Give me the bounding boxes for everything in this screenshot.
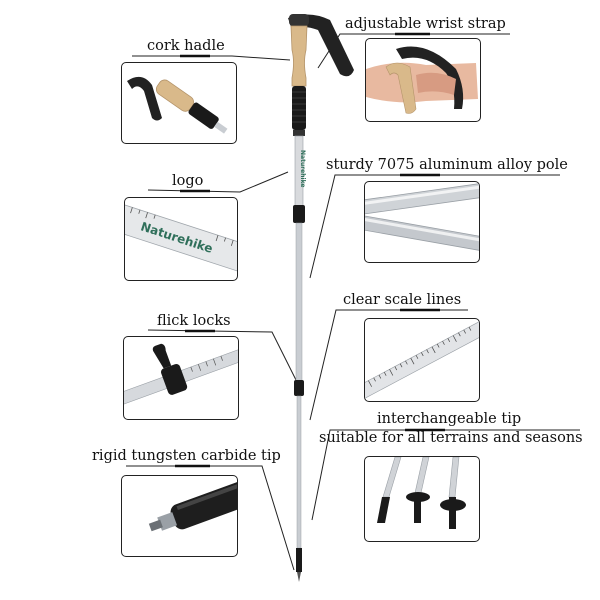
detail-pole (364, 181, 480, 263)
label-pole: sturdy 7075 aluminum alloy pole (326, 157, 568, 173)
detail-scale-lines (364, 318, 480, 402)
main-pole: Naturehike (288, 14, 354, 582)
lower-section-shape (296, 395, 302, 549)
interchangeable-tip-image (377, 457, 466, 529)
leader-wrist-strap (317, 33, 510, 69)
leader-interchangeable-tip (311, 429, 580, 521)
middle-section-shape (295, 222, 303, 382)
logo-image: Naturehike (125, 203, 237, 275)
leader-carbide-tip (126, 465, 295, 571)
leader-logo (147, 171, 289, 193)
svg-text:Naturehike: Naturehike (299, 150, 306, 187)
leader-pole (309, 174, 560, 279)
label-flick-locks: flick locks (157, 313, 231, 329)
label-scale-lines: clear scale lines (343, 292, 462, 308)
tip-shape (296, 548, 302, 572)
leader-cork-handle (132, 55, 291, 61)
label-interchangeable-tip: interchangeable tip (377, 411, 522, 427)
pole-image (365, 182, 479, 253)
label-terrains-seasons: suitable for all terrains and seasons (319, 430, 583, 446)
cork-handle-image (127, 76, 228, 134)
label-logo: logo (172, 173, 204, 189)
flick-lock-lower-shape (294, 380, 304, 396)
scale-lines-image (365, 319, 479, 401)
wrist-strap-shape (288, 14, 354, 77)
detail-interchangeable-tip (364, 456, 480, 542)
carbide-tip-image (148, 482, 237, 532)
label-wrist-strap: adjustable wrist strap (345, 16, 506, 32)
label-carbide-tip: rigid tungsten carbide tip (92, 448, 281, 464)
detail-logo: Naturehike (124, 197, 238, 281)
label-underlines (175, 32, 445, 468)
detail-wrist-strap (365, 38, 481, 122)
detail-flick-locks (123, 336, 239, 420)
cork-grip-shape (290, 25, 308, 87)
flick-lock-image (124, 343, 238, 406)
detail-carbide-tip (121, 475, 238, 557)
label-cork-handle: cork hadle (147, 38, 225, 54)
wrist-strap-image (366, 46, 478, 114)
detail-cork-handle (121, 62, 237, 144)
flick-lock-upper-shape (293, 205, 305, 223)
foam-grip-shape (292, 86, 306, 130)
